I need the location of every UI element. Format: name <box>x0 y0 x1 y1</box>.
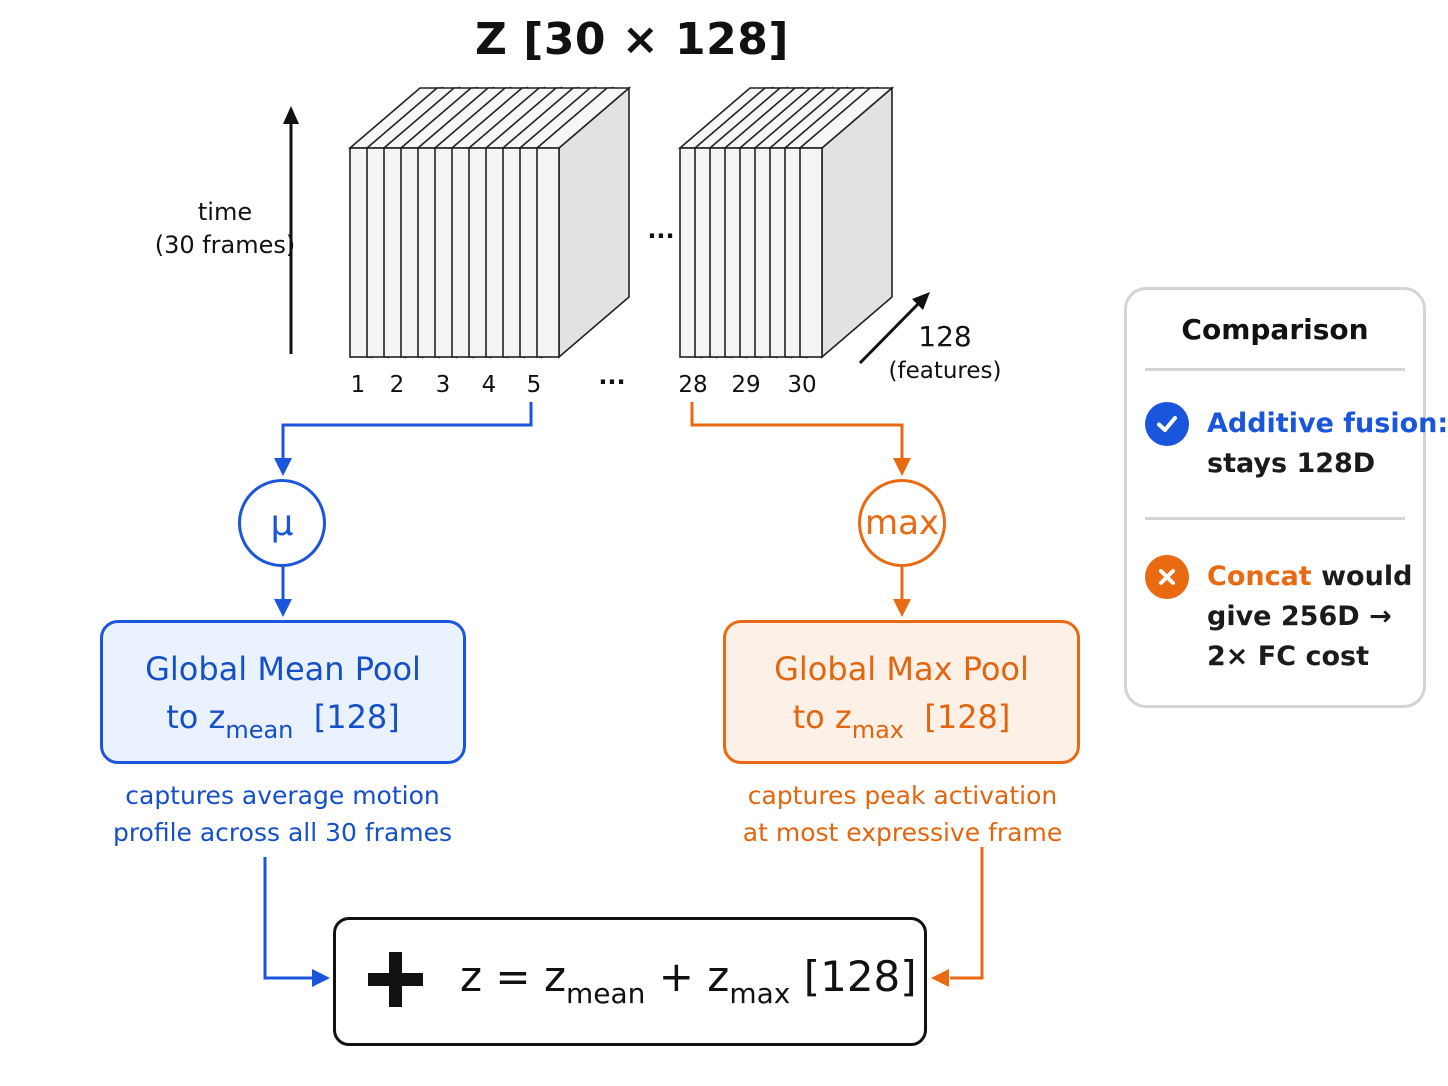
mean-connector-bottom <box>263 857 312 980</box>
mean-caption-line2: profile across all 30 frames <box>112 818 453 847</box>
additive-fusion-box <box>333 917 927 1046</box>
feature-axis-label: 128 (features) <box>880 320 1010 388</box>
tensor-title: Z [30 × 128] <box>474 14 790 65</box>
max-pool-output: to zmax [128] <box>726 693 1077 754</box>
additive-detail: stays 128D <box>1207 448 1376 479</box>
frame-stack-left <box>347 86 632 359</box>
concat-line1-rest: would <box>1311 561 1413 592</box>
max-symbol: max <box>864 503 940 543</box>
mean-operator-circle: μ <box>238 479 326 567</box>
formula-mid: + z <box>645 952 730 1001</box>
frame-label: 30 <box>787 372 817 398</box>
comparison-title: Comparison <box>1181 313 1369 346</box>
comparison-divider <box>1145 368 1405 371</box>
frame-label: 29 <box>731 372 761 398</box>
formula-sub-max: max <box>729 977 791 1010</box>
frame-label: 28 <box>678 372 708 398</box>
max-connector-bottom <box>950 847 984 980</box>
global-max-pool-box: Global Max Pool to zmax [128] <box>723 620 1080 764</box>
global-mean-pool-box: Global Mean Pool to zmean [128] <box>100 620 466 764</box>
mean-arrowhead-1 <box>274 458 292 476</box>
time-axis-arrowhead <box>283 106 299 124</box>
mean-pool-dim: [128] <box>313 698 400 736</box>
mean-caption-line1: captures average motion <box>125 781 440 810</box>
mean-arrowhead-2 <box>274 599 292 617</box>
max-pool-title: Global Max Pool <box>774 650 1029 688</box>
frame-slab <box>797 86 895 359</box>
comparison-item-additive: Additive fusion: stays 128D <box>1207 404 1448 484</box>
max-caption: captures peak activation at most express… <box>710 777 1095 851</box>
mean-pool-title: Global Mean Pool <box>145 650 421 688</box>
frame-stack-right <box>677 86 895 359</box>
formula-dim: [128] <box>790 952 917 1001</box>
frame-label: 3 <box>435 372 451 398</box>
frame-label: 4 <box>481 372 497 398</box>
feature-axis-text: (features) <box>888 358 1002 384</box>
formula-lhs: z = z <box>460 952 566 1001</box>
frame-label: 2 <box>389 372 405 398</box>
x-circle-icon <box>1145 555 1189 599</box>
frame-label: 1 <box>350 372 366 398</box>
max-caption-line1: captures peak activation <box>747 781 1058 810</box>
mean-connector-top <box>281 402 533 460</box>
mean-pool-to: to z <box>166 698 226 736</box>
formula-sub-mean: mean <box>565 977 646 1010</box>
concat-highlight: Concat <box>1207 561 1312 592</box>
feature-count: 128 <box>918 320 972 353</box>
check-circle-icon <box>1145 402 1189 446</box>
comparison-divider <box>1145 517 1405 520</box>
max-pool-dim: [128] <box>924 698 1011 736</box>
frame-label: 5 <box>526 372 542 398</box>
max-arrowhead-2 <box>893 599 911 617</box>
max-pool-subscript: max <box>851 716 904 744</box>
time-axis-label-line2: (30 frames) <box>154 231 296 259</box>
frame-label-ellipsis: ··· <box>598 368 626 396</box>
frame-slab <box>534 86 632 359</box>
mean-symbol: μ <box>270 502 294 544</box>
feature-axis-arrowhead <box>912 292 930 310</box>
time-axis-label-line1: time <box>197 198 253 226</box>
mean-pool-output: to zmean [128] <box>103 693 463 754</box>
concat-line3: 2× FC cost <box>1207 641 1369 672</box>
plus-icon <box>368 952 423 1007</box>
max-arrowhead-3 <box>931 969 949 987</box>
mean-caption: captures average motion profile across a… <box>90 777 475 851</box>
time-axis-label: time (30 frames) <box>140 196 310 262</box>
mean-pool-subscript: mean <box>225 716 294 744</box>
comparison-item-concat: Concat would give 256D → 2× FC cost <box>1207 557 1412 677</box>
feature-axis-arrow <box>858 300 922 365</box>
max-connector-top <box>690 402 904 460</box>
max-pool-to: to z <box>792 698 852 736</box>
fusion-formula: z = zmean + zmax [128] <box>460 952 917 1010</box>
additive-highlight: Additive fusion: <box>1207 408 1448 439</box>
comparison-panel <box>1124 287 1426 708</box>
max-operator-circle: max <box>858 479 946 567</box>
concat-line2: give 256D → <box>1207 601 1392 632</box>
mean-arrowhead-3 <box>312 969 330 987</box>
stack-ellipsis: ··· <box>647 222 675 250</box>
max-caption-line2: at most expressive frame <box>742 818 1063 847</box>
max-arrowhead-1 <box>893 458 911 476</box>
